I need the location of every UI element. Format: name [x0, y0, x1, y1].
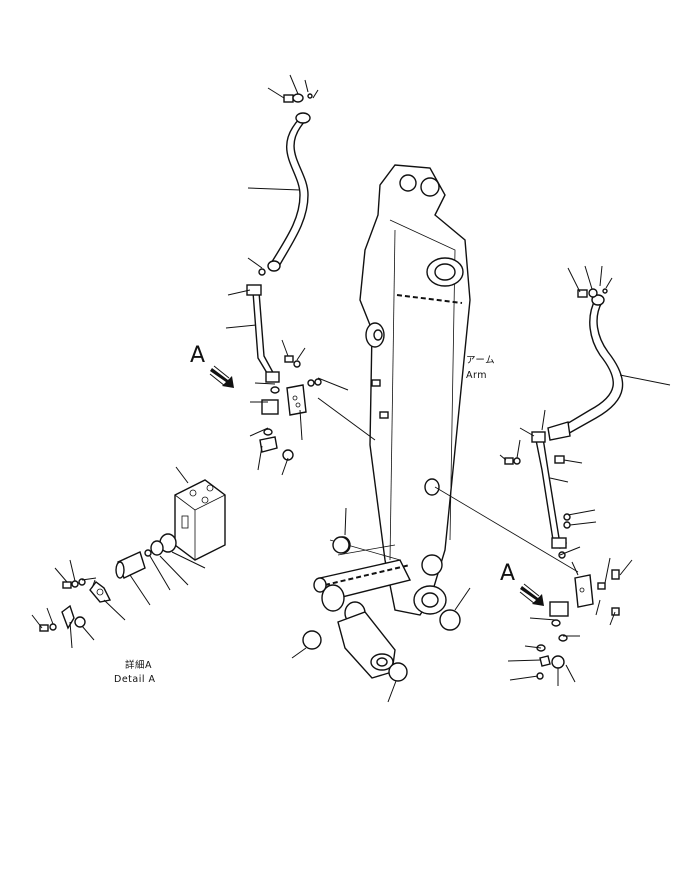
leaders-detail-a [31, 551, 206, 649]
left-hose-assembly [246, 93, 322, 461]
right-hose-assembly [504, 288, 624, 680]
leaders-left-hose [225, 74, 376, 476]
leaders-right-hose [499, 265, 671, 686]
view-arrow-left-icon [209, 365, 234, 388]
arm-body [359, 164, 471, 616]
callout-a-right: A [500, 561, 515, 586]
view-arrow-right-icon [519, 583, 544, 606]
callout-a-left: A [190, 343, 205, 368]
detail-a-label-en: Detail A [114, 674, 156, 685]
detail-a-parts [39, 533, 177, 632]
o-rings-linkage [291, 507, 471, 703]
arm-label-en: Arm [466, 370, 487, 381]
detail-a-block [174, 466, 226, 561]
detail-a-label-jp: 詳細A [125, 659, 152, 671]
arm-label-jp: アーム [466, 355, 495, 366]
reference-line-right [434, 486, 579, 573]
